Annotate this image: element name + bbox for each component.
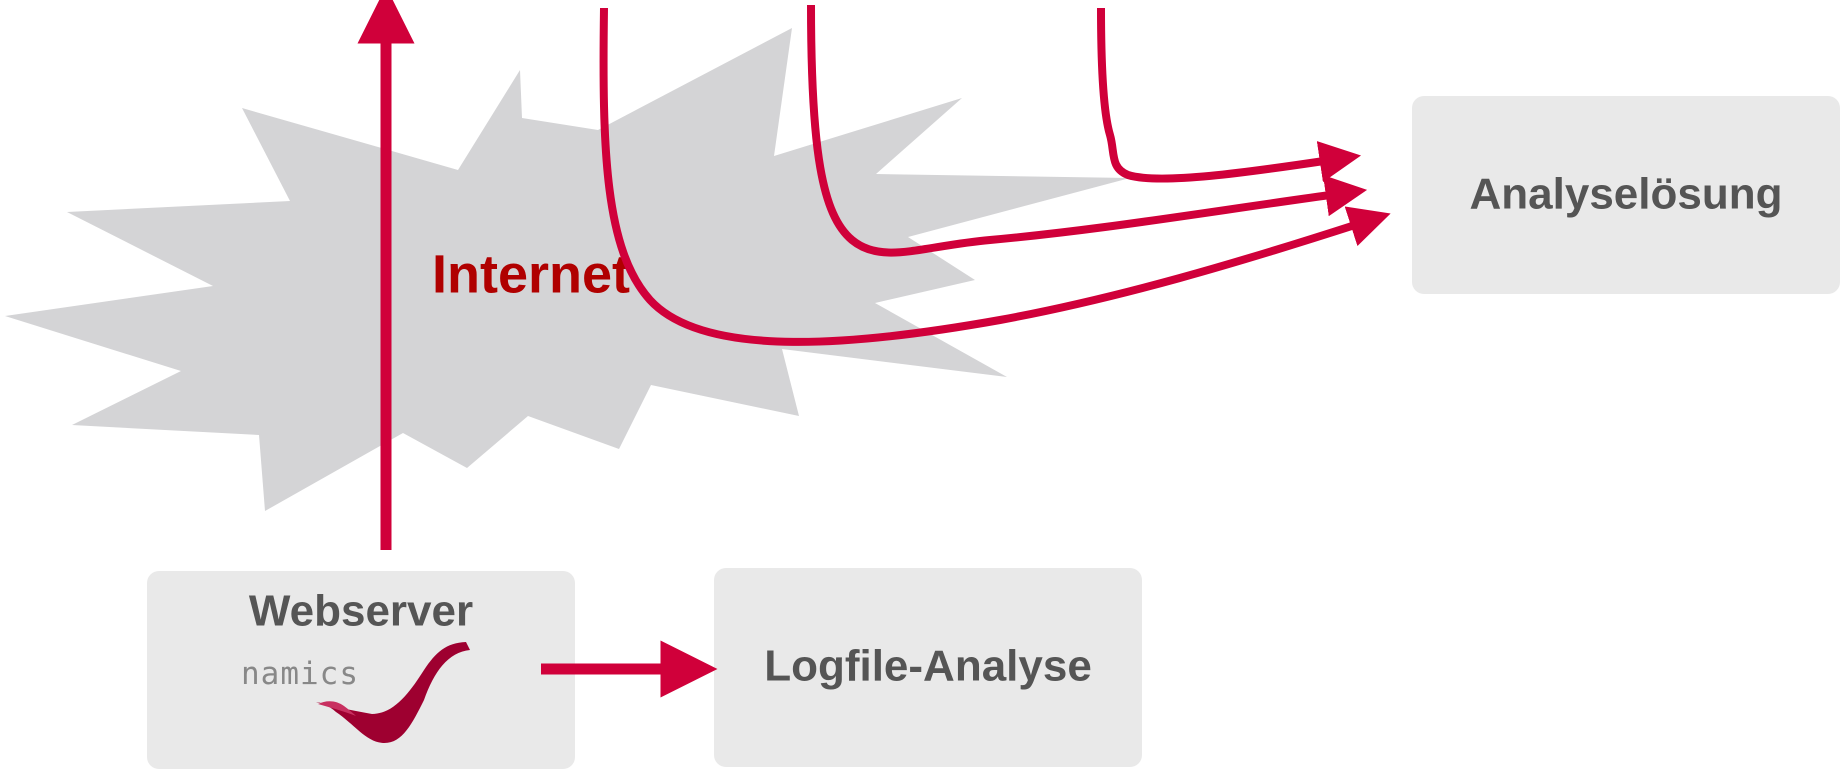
internet-to-analysis-arrow-2 (807, 4, 1368, 257)
namics-swoosh-tail-icon (318, 701, 356, 716)
logfile-analysis-node: Logfile-Analyse (714, 568, 1142, 767)
webserver-node: Webserver namics (147, 571, 575, 769)
analysis-solution-label: Analyselösung (1470, 170, 1783, 219)
namics-logo: namics (241, 642, 470, 744)
webserver-box (147, 571, 575, 769)
analysis-solution-box (1412, 96, 1840, 294)
internet-cloud (5, 28, 1130, 511)
internet-label: Internet (432, 244, 630, 304)
logfile-analysis-label: Logfile-Analyse (764, 642, 1092, 691)
logfile-analysis-box (714, 568, 1142, 767)
namics-swoosh-logo-icon (316, 642, 470, 744)
internet-to-analysis-arrow-3 (599, 7, 1391, 346)
webserver-label: Webserver (249, 587, 473, 636)
internet-to-analysis-arrow-1 (1097, 7, 1362, 183)
namics-logo-text: namics (241, 656, 359, 692)
analysis-solution-node: Analyselösung (1412, 96, 1840, 294)
